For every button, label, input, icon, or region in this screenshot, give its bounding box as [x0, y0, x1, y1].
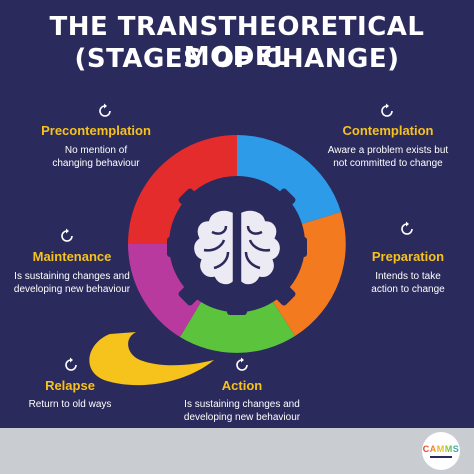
- segment-precontemplation: [128, 135, 237, 244]
- cycle-icon: [99, 103, 111, 117]
- stage-desc-line: Intends to take: [375, 271, 441, 282]
- stage-title-maintenance: Maintenance: [32, 249, 112, 264]
- stage-desc-action: Is sustaining changes and developing new…: [172, 398, 312, 424]
- stage-title-preparation: Preparation: [371, 249, 445, 264]
- brain-icon: [191, 208, 283, 287]
- stage-desc-line: Aware a problem exists but: [327, 145, 449, 156]
- camms-logo: CAMMS: [422, 432, 460, 470]
- stage-desc-line: No mention of: [64, 145, 128, 156]
- stage-desc-line: Is sustaining changes and: [184, 399, 300, 410]
- segment-preparation: [273, 212, 346, 336]
- diagram-title-line1: THE TRANSTHEORETICAL MODEL: [49, 12, 425, 72]
- stage-desc-contemplation: Aware a problem exists but not committed…: [318, 144, 458, 170]
- segment-action: [180, 302, 295, 353]
- stage-title-precontemplation: Precontemplation: [41, 123, 151, 138]
- stage-desc-line: changing behaviour: [52, 158, 140, 169]
- stage-desc-line: action to change: [371, 284, 445, 295]
- segment-contemplation: [237, 135, 341, 224]
- segment-relapse: [89, 332, 214, 386]
- stage-desc-line: Is sustaining changes and: [14, 271, 130, 282]
- stage-title-relapse: Relapse: [45, 378, 95, 393]
- segment-maintenance: [127, 244, 201, 337]
- diagram-title-line2: (STAGES OF CHANGE): [74, 44, 400, 74]
- logo-text: CAMMS: [423, 444, 460, 454]
- logo-underline: [430, 456, 452, 458]
- cycle-icon: [61, 228, 73, 242]
- cycle-icon: [381, 103, 393, 117]
- logo-wordmark: CAMMS: [422, 444, 460, 454]
- stage-desc-maintenance: Is sustaining changes and developing new…: [6, 270, 138, 296]
- stage-desc-relapse: Return to old ways: [20, 398, 120, 411]
- cycle-icon: [401, 221, 413, 235]
- stage-desc-line: developing new behaviour: [183, 412, 301, 423]
- stage-desc-preparation: Intends to take action to change: [356, 270, 460, 296]
- gear-icon: [167, 179, 307, 315]
- stage-desc-line: not committed to change: [333, 158, 443, 169]
- stage-desc-line: developing new behaviour: [13, 284, 131, 295]
- stage-desc-line: Return to old ways: [28, 399, 112, 410]
- stage-desc-precontemplation: No mention of changing behaviour: [30, 144, 162, 170]
- footer-bar: CAMMS: [0, 428, 474, 474]
- stage-title-contemplation: Contemplation: [342, 123, 434, 138]
- cycle-icon: [236, 357, 248, 371]
- cycle-icon: [65, 357, 77, 371]
- stage-title-action: Action: [221, 378, 263, 393]
